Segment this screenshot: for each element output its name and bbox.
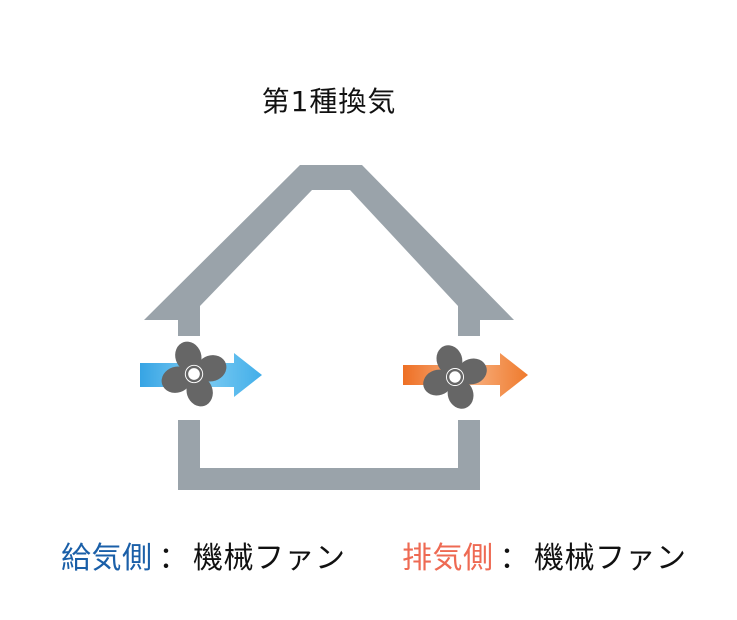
supply-fan-icon [161, 341, 227, 407]
supply-label: 給気側：機械ファン [61, 533, 346, 577]
house-floor [178, 420, 480, 490]
exhaust-label: 排気側：機械ファン [402, 533, 687, 577]
supply-side-text: 給気側 [61, 541, 153, 576]
exhaust-fan-icon [423, 345, 487, 409]
exhaust-side-text: 排気側 [402, 541, 494, 576]
supply-device-text: 機械ファン [193, 541, 346, 576]
diagram-title: 第1種換気 [261, 85, 397, 118]
exhaust-device-text: 機械ファン [534, 541, 687, 576]
exhaust-separator: ： [499, 541, 530, 576]
supply-separator: ： [158, 541, 189, 576]
house-roof [144, 165, 514, 336]
